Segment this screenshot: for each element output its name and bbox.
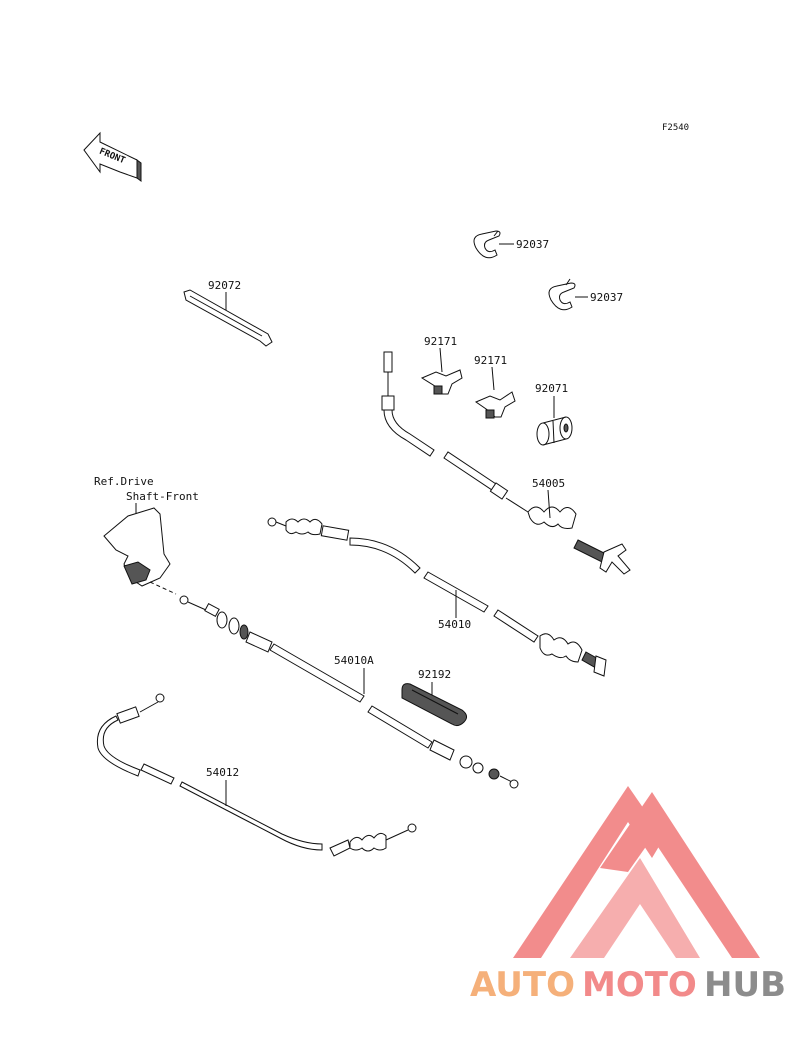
part-label-92071: 92071 bbox=[535, 382, 568, 395]
watermark-moto: MOTO bbox=[582, 965, 697, 1005]
part-label-92192: 92192 bbox=[418, 668, 451, 681]
watermark-hub: HUB bbox=[704, 965, 786, 1005]
band-icon bbox=[183, 289, 273, 347]
cable-54005-icon bbox=[381, 351, 631, 575]
part-label-92037-b: 92037 bbox=[590, 291, 623, 304]
part-label-92037-a: 92037 bbox=[516, 238, 549, 251]
part-label-92072: 92072 bbox=[208, 279, 241, 292]
cable-54012-icon bbox=[96, 693, 417, 857]
part-label-54010A: 54010A bbox=[334, 654, 374, 667]
tube-icon bbox=[401, 683, 468, 727]
part-label-54005: 54005 bbox=[532, 477, 565, 490]
watermark-auto: AUTO bbox=[470, 965, 575, 1005]
figure-code: F2540 bbox=[662, 123, 689, 133]
ref-line-2: Shaft-Front bbox=[126, 490, 199, 503]
holder-icon bbox=[474, 391, 516, 419]
part-label-54010: 54010 bbox=[438, 618, 471, 631]
cable-54010-icon bbox=[267, 517, 607, 677]
cable-54010A-icon bbox=[179, 595, 519, 789]
grommet-icon bbox=[536, 416, 573, 446]
watermark-logo bbox=[513, 786, 760, 958]
part-label-92171-b: 92171 bbox=[474, 354, 507, 367]
holder-icon bbox=[420, 369, 463, 395]
clip-icon bbox=[548, 278, 576, 311]
part-label-54012: 54012 bbox=[206, 766, 239, 779]
ref-line-1: Ref.Drive bbox=[94, 475, 154, 488]
bracket-icon bbox=[103, 507, 177, 595]
front-arrow-icon: FRONT bbox=[83, 131, 142, 182]
watermark-text: AUTO MOTO HUB bbox=[470, 965, 786, 1005]
part-label-92171-a: 92171 bbox=[424, 335, 457, 348]
clip-icon bbox=[473, 230, 501, 259]
